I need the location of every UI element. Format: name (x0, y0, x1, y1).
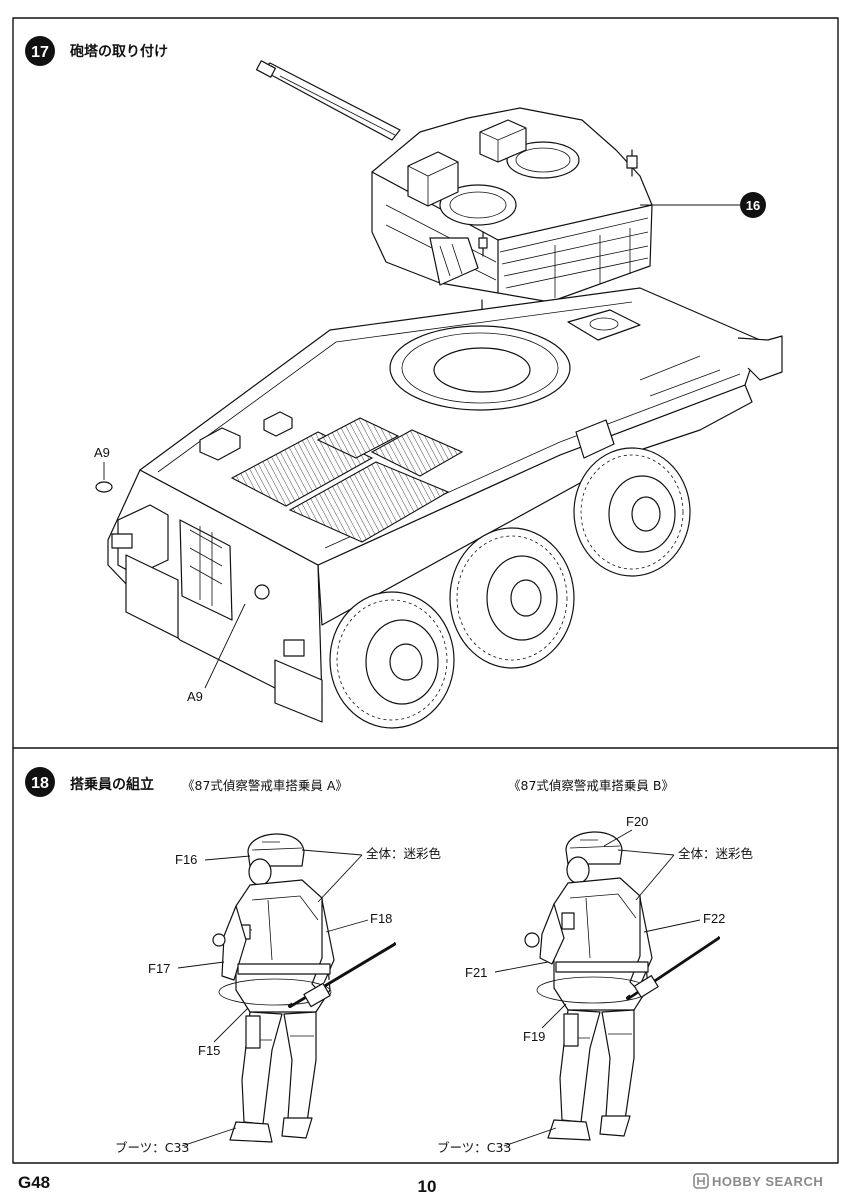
label-boots-b: ブーツ：C33 (437, 1140, 511, 1155)
label-f16: F16 (175, 852, 197, 867)
step-17-number: 17 (31, 44, 49, 61)
page-frame (12, 17, 839, 1164)
wheel-middle (449, 527, 575, 669)
crew-a-caption: 《87式偵察警戒車搭乗員 A》 (182, 778, 348, 793)
step-18-header: 18 搭乗員の組立 (25, 767, 154, 797)
label-f18: F18 (370, 911, 392, 926)
watermark-text: HOBBY SEARCH (712, 1174, 823, 1189)
step-16-reference: 16 (740, 192, 766, 218)
wheel-front (573, 447, 691, 577)
label-f22: F22 (703, 911, 725, 926)
step-17-header: 17 砲塔の取り付け (25, 36, 168, 66)
step-18-number: 18 (31, 775, 49, 792)
label-f17: F17 (148, 961, 170, 976)
part-label-a9-upper: A9 (94, 445, 110, 460)
label-f21: F21 (465, 965, 487, 980)
wheel-rear (329, 591, 455, 729)
part-label-a9-lower: A9 (187, 689, 203, 704)
hull-drawing (107, 287, 783, 723)
crew-figure-a (212, 833, 396, 1143)
step-17-title: 砲塔の取り付け (70, 43, 168, 60)
step-18-title: 搭乗員の組立 (70, 776, 154, 793)
label-overall-color-b: 全体：迷彩色 (678, 846, 754, 861)
page-number: 10 (418, 1177, 437, 1196)
turret-drawing (255, 60, 653, 303)
label-f19: F19 (523, 1029, 545, 1044)
crew-a-labels: F16 全体：迷彩色 F18 F17 F15 ブーツ：C33 (115, 846, 442, 1155)
hobby-search-watermark: HOBBY SEARCH (693, 1173, 823, 1189)
label-overall-color-a: 全体：迷彩色 (366, 846, 442, 861)
crew-b-caption: 《87式偵察警戒車搭乗員 B》 (508, 778, 674, 793)
part-a9-upper (95, 481, 113, 493)
step-16-number: 16 (746, 198, 760, 213)
label-boots-a: ブーツ：C33 (115, 1140, 189, 1155)
label-f20: F20 (626, 814, 648, 829)
crew-b-labels: F20 全体：迷彩色 F22 F21 F19 ブーツ：C33 (437, 814, 754, 1155)
crew-figure-b (524, 831, 720, 1141)
manual-code: G48 (18, 1173, 50, 1192)
label-f15: F15 (198, 1043, 220, 1058)
